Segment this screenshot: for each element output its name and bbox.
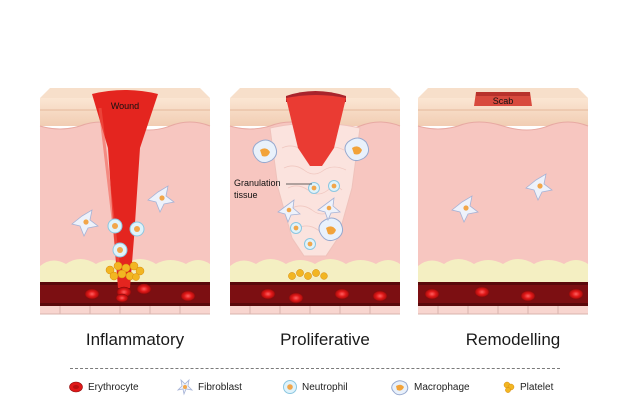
legend-item-fibroblast: Fibroblast [176,374,242,400]
blood-vessel [418,282,588,306]
neutrophil-icon [283,380,297,394]
legend-item-platelet: Platelet [502,374,553,400]
dermis [418,122,588,266]
platelet-cluster [288,269,328,280]
legend-item-neutrophil: Neutrophil [282,374,348,400]
legend-label: Neutrophil [302,381,348,393]
granulation-label: Granulation [234,178,281,188]
panel-remodelling: Scab [417,88,589,315]
neutrophil-group [290,180,340,250]
wound-channel [286,95,346,166]
neutrophil-group [107,218,145,258]
stage-title-proliferative: Proliferative [280,330,370,349]
stage-title-remodelling: Remodelling [465,330,561,349]
fat-layer [418,259,588,282]
lower-tissue [418,306,588,314]
fibroblast-group [451,173,553,223]
scab-label: Scab [493,96,514,106]
platelet-icon [503,381,515,393]
legend-divider [70,368,560,369]
fibroblast-group [71,185,175,237]
wound-label: Wound [111,101,139,111]
legend-item-erythrocyte: Erythrocyte [68,374,139,400]
legend-label: Fibroblast [198,381,242,393]
fibroblast-group [277,197,341,224]
granulation-label-2: tissue [234,190,258,200]
vessel-wall [40,303,210,306]
erythrocyte-group [84,283,196,303]
fibroblast-icon [176,378,194,396]
stage-title-inflammatory: Inflammatory [85,330,185,349]
lower-tissue [40,306,210,314]
platelet-cluster [105,261,145,281]
erythrocyte-icon [69,381,83,393]
legend-label: Erythrocyte [88,381,139,393]
legend-item-macrophage: Macrophage [390,374,470,400]
wound-channel [92,90,158,288]
blood-vessel [230,282,400,306]
erythrocyte-group [424,286,584,302]
macrophage-group [252,137,370,242]
legend: Erythrocyte Fibroblast Neutrophil Macrop… [0,374,630,400]
macrophage-icon [391,380,409,396]
panel-proliferative: Granulation tissue [229,88,401,315]
lower-tissue [230,306,400,314]
legend-label: Macrophage [414,381,470,393]
panel-inflammatory: Wound [39,88,211,315]
erythrocyte-group [260,288,388,304]
legend-label: Platelet [520,381,554,393]
